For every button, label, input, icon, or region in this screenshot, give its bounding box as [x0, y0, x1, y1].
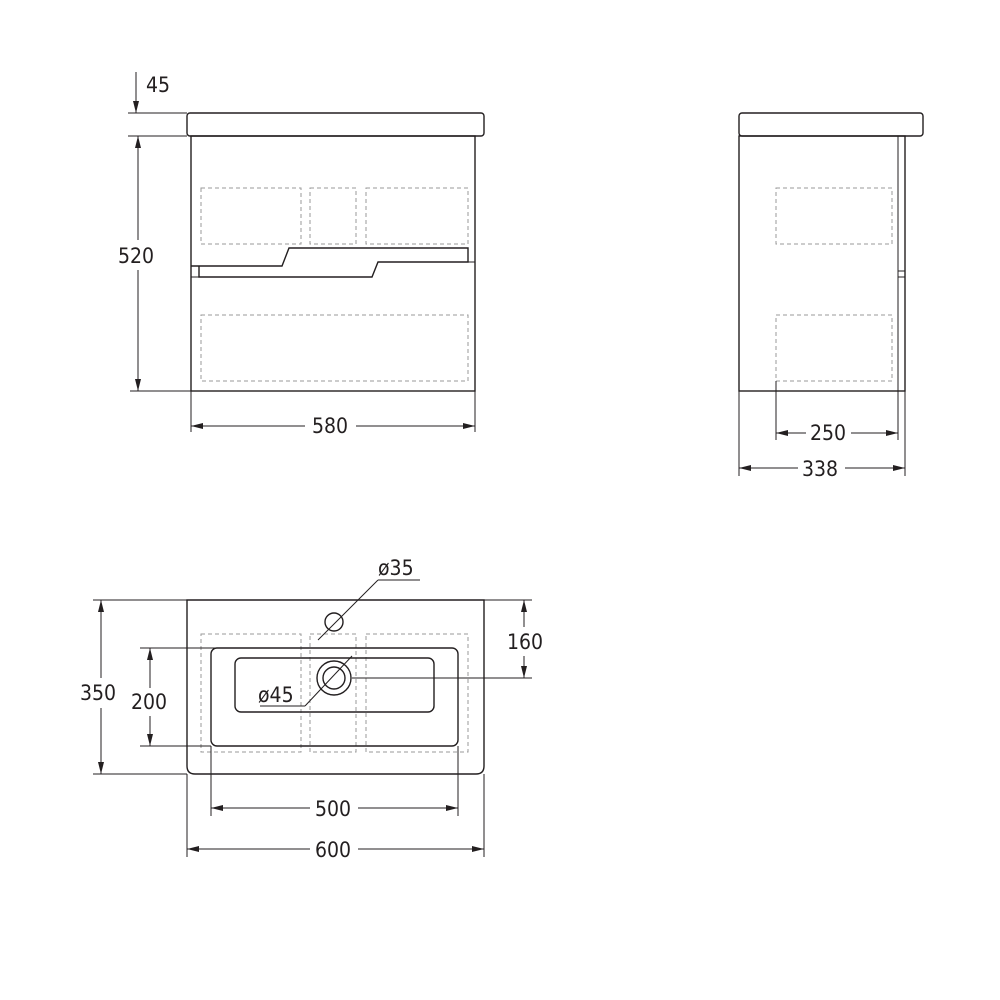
top-countertop-outline — [186, 599, 485, 775]
dim-label-600: 600 — [315, 838, 351, 862]
dim-label-d45: ø45 — [258, 683, 294, 707]
side-view: 250 338 — [738, 112, 924, 481]
dim-side-depth: 338 — [738, 391, 906, 481]
dim-label-d35: ø35 — [378, 556, 414, 580]
dim-label-350: 350 — [80, 681, 116, 705]
dim-top-width: 600 — [186, 774, 485, 862]
dim-label-200: 200 — [131, 690, 167, 714]
drain-hole-inner — [322, 666, 346, 690]
top-hidden-center — [309, 633, 357, 753]
dim-label-580: 580 — [312, 414, 348, 438]
dim-label-45: 45 — [146, 73, 170, 97]
dim-label-250: 250 — [810, 421, 846, 445]
upper-drawer-hidden-right — [365, 187, 469, 245]
dim-front-width: 580 — [190, 391, 476, 438]
dim-label-338: 338 — [802, 457, 838, 481]
front-cabinet-body — [190, 135, 476, 392]
upper-drawer-hidden-center — [309, 187, 357, 245]
dim-basin-depth: 200 — [131, 647, 313, 747]
dim-top-depth: 350 — [80, 599, 187, 775]
top-view: ø35 ø45 350 200 — [80, 556, 543, 862]
dim-front-top-thickness: 45 — [128, 72, 187, 137]
dim-drain-hole-diameter: ø45 — [258, 655, 353, 707]
basin-outer — [210, 647, 459, 747]
dim-label-160: 160 — [507, 630, 543, 654]
side-countertop — [738, 112, 924, 137]
top-hidden-right — [365, 633, 469, 753]
lower-drawer-hidden — [200, 314, 469, 382]
dim-tap-hole-diameter: ø35 — [317, 556, 420, 641]
basin-inner — [234, 657, 435, 713]
top-hidden-left — [200, 633, 302, 753]
side-cabinet-body — [738, 135, 906, 392]
side-upper-drawer-hidden — [775, 187, 893, 245]
dim-front-height: 520 — [118, 136, 191, 392]
drawer-handle-groove — [191, 247, 469, 278]
dim-side-inner-depth: 250 — [775, 381, 899, 445]
dim-basin-width: 500 — [210, 746, 459, 821]
drain-hole-outer — [316, 660, 352, 696]
upper-drawer-hidden-left — [200, 187, 302, 245]
front-view: 45 520 580 — [118, 72, 485, 438]
side-lower-drawer-hidden — [775, 314, 893, 382]
front-countertop — [186, 112, 485, 137]
dim-label-500: 500 — [315, 797, 351, 821]
dim-label-520: 520 — [118, 244, 154, 268]
dim-hole-offset: 160 — [352, 599, 543, 679]
tap-hole — [324, 612, 344, 632]
